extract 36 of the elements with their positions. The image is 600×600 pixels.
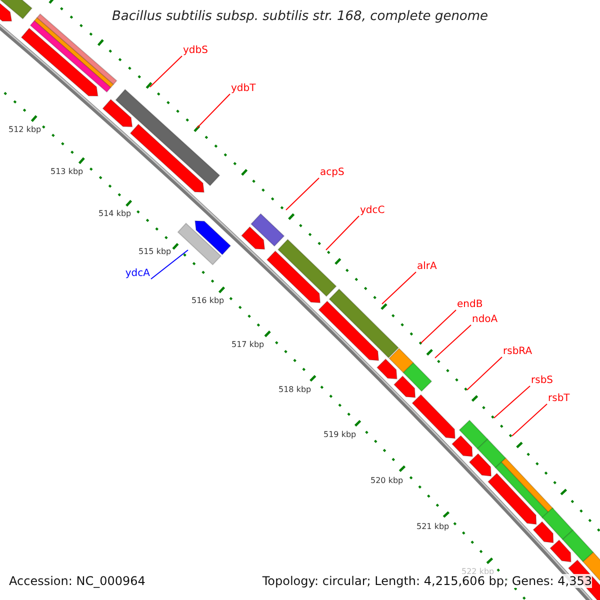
gene-label: rsbT (548, 393, 570, 405)
gene-label: ydcC (360, 205, 385, 217)
position-label: 513 kbp (50, 167, 84, 177)
position-label: 512 kbp (8, 125, 42, 135)
position-label: 522 kbp (462, 567, 494, 576)
gene-label: ydcA (125, 268, 150, 280)
map-title: Bacillus subtilis subsp. subtilis str. 168, complete genome (110, 9, 490, 25)
accession-label: Accession: NC_000964 (9, 574, 146, 588)
gene-label: ydbS (183, 45, 208, 57)
genome-summary-label: Topology: circular; Length: 4,215,606 bp; Genes: 4,353 (262, 574, 592, 588)
position-label: 514 kbp (98, 209, 132, 219)
position-label: 520 kbp (370, 476, 404, 486)
gene-label: ndoA (472, 314, 498, 326)
gene-label: alrA (417, 261, 437, 273)
leader-line (150, 56, 182, 88)
leader-line (196, 94, 230, 128)
leader-line (434, 324, 472, 358)
leader-line (420, 310, 456, 344)
leader-line (286, 178, 320, 210)
position-label: 521 kbp (416, 522, 450, 532)
position-label: 516 kbp (192, 296, 224, 306)
position-label: 518 kbp (278, 385, 312, 395)
gene-label: endB (457, 299, 483, 311)
gene-label: rsbS (531, 375, 554, 387)
leader-line (466, 356, 502, 390)
leader-line (150, 250, 188, 280)
leader-line (326, 216, 360, 250)
position-label: 517 kbp (232, 340, 264, 350)
gene-label: ydbT (231, 83, 256, 95)
gene-label: acpS (320, 167, 344, 179)
leader-line (494, 386, 530, 418)
leader-line (382, 272, 416, 304)
gene-label: rsbRA (503, 346, 532, 358)
position-label: 519 kbp (324, 430, 356, 440)
leader-line (512, 404, 548, 436)
position-label: 515 kbp (138, 247, 172, 257)
